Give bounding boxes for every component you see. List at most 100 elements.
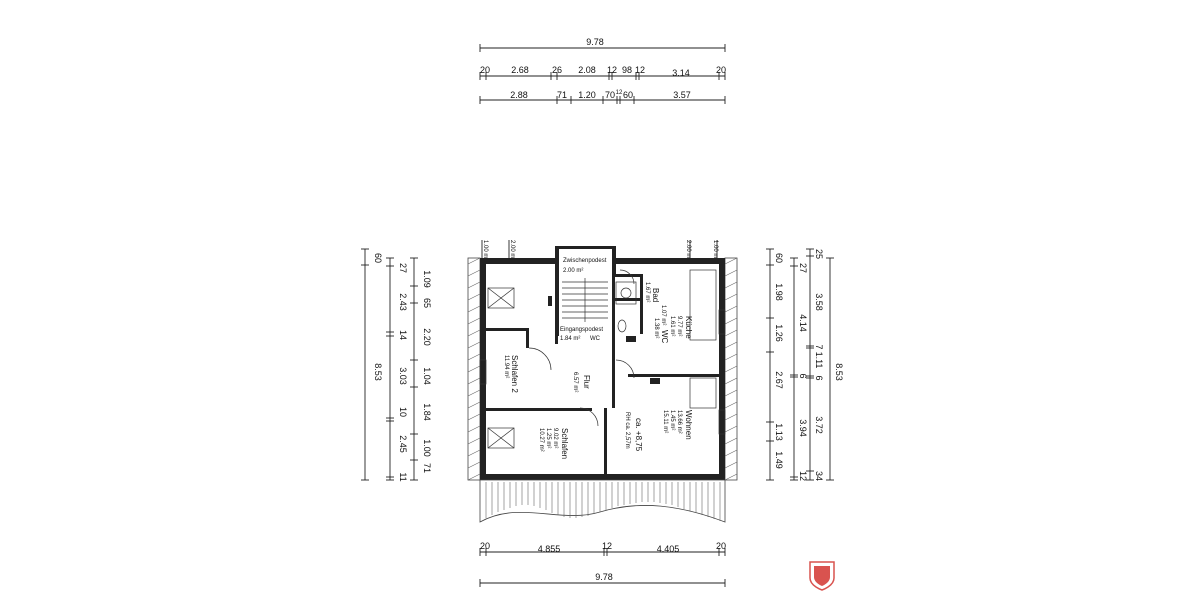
dim-left-inner-f: 1.00 xyxy=(422,439,432,457)
room-schlafen-name: Schlafen xyxy=(560,428,569,459)
room-zwischenpodest-area: 2.00 m² xyxy=(563,268,583,274)
dim-top2-c: 1.20 xyxy=(578,90,596,100)
dim-right-mid2-b: 3.58 xyxy=(814,293,824,311)
room-zwischenpodest-name: Zwischenpodest xyxy=(563,258,607,264)
top-dimensions: 9.78 20 2.68 26 2.08 12 98 12 3.14 20 2.… xyxy=(479,37,726,104)
dim-top1-b: 2.68 xyxy=(511,65,529,75)
dim-right-mid2-g: 34 xyxy=(814,471,824,481)
dim-right-mid2-d: 1.11 xyxy=(814,352,824,369)
dim-right-outer: 8.53 xyxy=(834,363,844,381)
dim-right-inner-a: 60 xyxy=(774,253,784,263)
room-kueche-area2: 1.61 m² xyxy=(669,316,675,336)
dim-top2-e: 12 xyxy=(616,90,623,96)
room-schlafen-area1: 9.02 m² xyxy=(552,428,558,448)
room-wohnen-name: Wohnen xyxy=(684,410,693,440)
dim-top2-a: 2.88 xyxy=(510,90,528,100)
room-wohnen-area1: 13.66 m² xyxy=(676,410,682,434)
dim-left-mid-d: 3.03 xyxy=(398,367,408,385)
dim-top2-d: 70 xyxy=(605,90,615,100)
room-schlafen2-name: Schlafen 2 xyxy=(510,355,519,393)
dim-bottom-d: 4.405 xyxy=(657,544,680,554)
left-dimensions: 60 8.53 27 2.43 14 3.03 10 2.45 11 1.09 … xyxy=(361,248,432,482)
room-flur-name: Flur xyxy=(582,375,591,389)
room-wohnen-note2: RH ca. 2,57m xyxy=(624,412,630,449)
dim-left-inner-c: 2.20 xyxy=(422,328,432,346)
dim-right-mid-b: 4.14 xyxy=(798,314,808,332)
dim-top1-g: 12 xyxy=(635,65,645,75)
dim-right-mid2-a: 25 xyxy=(814,249,824,259)
dim-left-outer-a: 60 xyxy=(373,253,383,263)
dim-top1-e: 12 xyxy=(607,65,617,75)
room-eingangspodest-area: 1.84 m² xyxy=(560,336,580,342)
dim-left-inner-a: 1.09 xyxy=(422,270,432,288)
dim-bottom-total: 9.78 xyxy=(595,572,613,582)
dim-right-inner-d: 2.67 xyxy=(774,371,784,389)
dim-top1-i: 20 xyxy=(716,65,726,75)
room-wc-area2: 1.07 m² xyxy=(660,305,666,325)
dim-left-inner-b: 65 xyxy=(422,298,432,308)
room-wohnen-note1: ca. +8,75 xyxy=(634,418,643,452)
room-bad-name: Bad xyxy=(651,288,660,302)
dim-left-mid-c: 14 xyxy=(398,330,408,340)
dim-right-mid2-c: 7 xyxy=(814,344,824,349)
dim-right-inner-e: 1.13 xyxy=(774,423,784,441)
dim-left-inner-e: 1.84 xyxy=(422,403,432,421)
dim-top1-a: 20 xyxy=(480,65,490,75)
kniestock-left-1: 1.00 m xyxy=(482,240,488,258)
room-schlafen2-area: 11.94 m² xyxy=(503,355,509,378)
dim-top1-c: 26 xyxy=(552,65,562,75)
room-wc-area1: 1.38 m² xyxy=(653,318,659,338)
dim-left-inner-g: 71 xyxy=(422,463,432,473)
dim-right-inner-c: 1.26 xyxy=(774,324,784,342)
right-dimensions: 60 1.98 1.26 2.67 1.13 1.49 27 4.14 6 3.… xyxy=(766,248,844,481)
dim-left-mid-a: 27 xyxy=(398,263,408,273)
dim-left-mid-e: 10 xyxy=(398,407,408,417)
dim-right-mid-c: 6 xyxy=(798,373,808,378)
dim-top1-h: 3.14 xyxy=(672,68,690,78)
room-labels: Zwischenpodest 2.00 m² Eingangspodest 1.… xyxy=(503,258,693,459)
dim-left-mid-g: 11 xyxy=(398,472,408,481)
room-wohnen-area2: 1.45 m² xyxy=(669,410,675,430)
dim-bottom-e: 20 xyxy=(716,541,726,551)
dim-right-mid-e: 12 xyxy=(798,471,808,481)
room-schlafen-area3: 10.27 m² xyxy=(538,428,544,452)
room-flur-area: 6.57 m² xyxy=(572,372,578,392)
roof-hatch-left xyxy=(467,257,481,481)
dim-top2-g: 3.57 xyxy=(673,90,691,100)
dim-bottom-a: 20 xyxy=(480,541,490,551)
dim-left-outer-b: 8.53 xyxy=(373,363,383,381)
room-wc-small: WC xyxy=(590,336,601,342)
room-eingangspodest-name: Eingangspodest xyxy=(560,327,603,333)
dim-bottom-b: 4.855 xyxy=(538,544,561,554)
dim-right-mid2-e: 6 xyxy=(814,375,824,380)
terrace xyxy=(479,479,726,523)
floor-plan-walls xyxy=(467,246,738,481)
room-schlafen-area2: 1.25 m² xyxy=(545,428,551,448)
dim-left-mid-b: 2.43 xyxy=(398,293,408,311)
kniestock-right-2: 1.00 m xyxy=(712,240,718,258)
dim-left-mid-f: 2.45 xyxy=(398,435,408,453)
dim-top2-f: 60 xyxy=(623,90,633,100)
dim-top1-f: 98 xyxy=(622,65,632,75)
dim-top-total: 9.78 xyxy=(586,37,604,47)
dim-bottom-c: 12 xyxy=(602,541,612,551)
room-wc-name: WC xyxy=(660,330,669,344)
dim-top1-d: 2.08 xyxy=(578,65,596,75)
room-wohnen-area3: 15.11 m² xyxy=(662,410,668,433)
bottom-dimensions: 20 4.855 12 4.405 20 9.78 xyxy=(479,541,726,587)
roof-hatch-right xyxy=(724,257,738,481)
room-bad-area: 1.67 m² xyxy=(644,282,650,302)
room-kueche-area1: 9.77 m² xyxy=(676,316,682,336)
dim-right-mid-a: 27 xyxy=(798,263,808,273)
dim-right-mid2-f: 3.72 xyxy=(814,416,824,434)
dim-right-inner-b: 1.98 xyxy=(774,283,784,301)
floor-plan-details xyxy=(479,269,726,449)
room-kueche-name: Küche xyxy=(684,316,693,339)
dim-right-mid-d: 3.94 xyxy=(798,419,808,437)
dim-left-inner-d: 1.04 xyxy=(422,367,432,385)
kniestock-right-1: 2.00 m xyxy=(685,240,691,258)
shield-logo-icon xyxy=(809,561,835,591)
dim-top2-b: 71 xyxy=(557,90,567,100)
kniestock-left-2: 2.00 m xyxy=(509,240,515,258)
